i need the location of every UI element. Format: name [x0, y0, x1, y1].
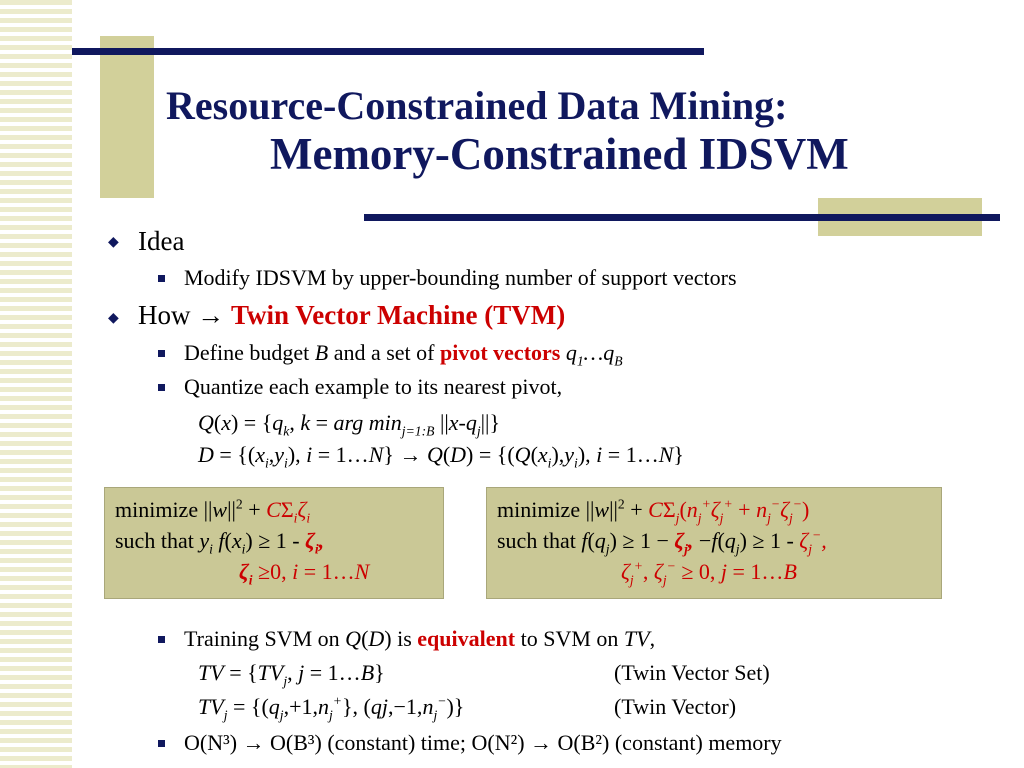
equivalent-highlight: equivalent	[417, 626, 516, 651]
tvm-constraint: such that f(qj) ≥ 1 − ζj, −f(qj) ≥ 1 - ζ…	[497, 527, 827, 557]
how-heading-line: How → Twin Vector Machine (TVM)	[138, 300, 565, 331]
title-line-2: Memory-Constrained IDSVM	[270, 129, 849, 179]
square-bullet-icon	[158, 636, 165, 643]
d-definition: D = {(xi,yi), i = 1…N} → Q(D) = {(Q(xi),…	[198, 442, 684, 471]
square-bullet-icon	[158, 275, 165, 282]
tvm-objective: minimize ||w||2 + CΣj(nj+ζj+ + nj−ζj−)	[497, 496, 810, 526]
how-heading: How	[138, 300, 191, 330]
pivot-range: q1…qB	[565, 340, 623, 369]
training-item: Training SVM on Q(D) is equivalent to SV…	[184, 626, 656, 651]
square-bullet-icon	[158, 740, 165, 747]
title-accent-block	[100, 36, 154, 198]
quantize-item: Quantize each example to its nearest piv…	[184, 374, 563, 399]
tv-set-definition: TV = {TVj, j = 1…B}	[198, 660, 385, 689]
q-definition: Q(x) = {qk, k = arg minj=1:B ||x-qj||}	[198, 410, 501, 439]
tvm-slack-bounds: ζj+, ζj− ≥ 0, j = 1…B	[621, 558, 797, 588]
budget-item: Define budget B and a set of pivot vecto…	[184, 340, 623, 369]
svm-slack-bounds: ζi ≥0, i = 1…N	[239, 559, 370, 588]
diamond-bullet-icon: ◆	[108, 311, 119, 326]
square-bullet-icon	[158, 350, 165, 357]
tvm-objective-box: minimize ||w||2 + CΣj(nj+ζj+ + nj−ζj−) s…	[486, 487, 942, 599]
striped-margin	[0, 0, 72, 768]
tvm-highlight: Twin Vector Machine (TVM)	[231, 300, 566, 330]
title-line-1: Resource-Constrained Data Mining:	[166, 83, 788, 128]
idea-item: Modify IDSVM by upper-bounding number of…	[184, 265, 737, 290]
bottom-rule	[364, 214, 1000, 221]
arrow-right-icon: →	[197, 300, 225, 330]
svm-objective-box: minimize ||w||2 + CΣiζi such that yi f(x…	[104, 487, 444, 599]
svm-objective: minimize ||w||2 + CΣiζi	[115, 496, 311, 526]
square-bullet-icon	[158, 384, 165, 391]
diamond-bullet-icon: ◆	[108, 235, 119, 250]
pivot-vectors-highlight: pivot vectors	[439, 340, 561, 365]
tv-set-label: (Twin Vector Set)	[614, 660, 770, 685]
tv-label: (Twin Vector)	[614, 694, 737, 719]
top-rule	[72, 48, 704, 55]
idea-heading: Idea	[138, 226, 185, 256]
svm-constraint: such that yi f(xi) ≥ 1 - ζi,	[115, 528, 325, 557]
complexity-item: O(N³) → O(B³) (constant) time; O(N²) → O…	[184, 730, 782, 755]
tv-definition: TVj = {(qj,+1,nj+}, (qj,−1,nj−)}	[198, 693, 465, 723]
